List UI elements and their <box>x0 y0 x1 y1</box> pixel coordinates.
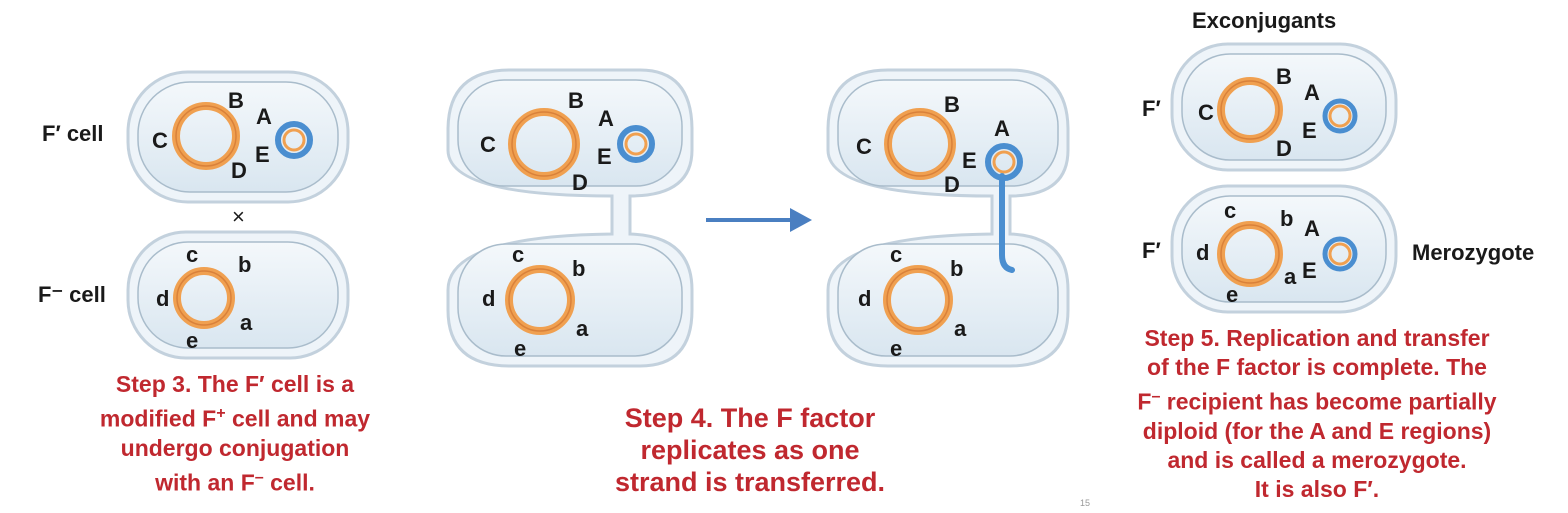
step5-caption-line: and is called a merozygote. <box>1167 446 1467 473</box>
step3-caption-line: Step 3. The F′ cell is a <box>115 371 355 397</box>
transferred-strand <box>999 173 1015 273</box>
step3-caption: Step 3. The F′ cell is a modified F+ cel… <box>70 370 400 497</box>
step5-caption-line: Step 5. Replication and transfer <box>1144 325 1490 351</box>
gene-label: B <box>228 88 244 113</box>
lower-exconjugant-label: F′ <box>1142 238 1161 263</box>
superscript: + <box>216 404 226 422</box>
gene-label: a <box>1284 264 1297 289</box>
gene-label: B <box>944 92 960 117</box>
caption-text: recipient has become partially <box>1160 388 1497 415</box>
plasmid-ring <box>1322 98 1358 134</box>
gene-label: D <box>944 172 960 197</box>
gene-label: e <box>514 336 526 361</box>
caption-text: with an F <box>155 469 255 496</box>
caption-text: F <box>1137 388 1152 415</box>
gene-label: E <box>1302 258 1317 283</box>
gene-label: D <box>231 158 247 183</box>
gene-label: c <box>186 242 198 267</box>
gene-label: A <box>598 106 614 131</box>
step3-panel: B A C E D F′ cell × c b d a e F⁻ cell <box>38 70 350 360</box>
superscript: – <box>254 467 264 486</box>
caption-text: cell and may <box>225 405 371 432</box>
gene-label: b <box>238 252 251 277</box>
caption-text: cell. <box>263 469 315 496</box>
gene-label: d <box>858 286 871 311</box>
gene-label: a <box>576 316 589 341</box>
step5-caption-line: F– recipient has become partially <box>1100 382 1534 417</box>
step5-panel: Exconjugants B A C E D F′ c b A d E <box>1142 8 1534 314</box>
f-prime-cell-label: F′ cell <box>42 121 104 146</box>
step4-caption-line: replicates as one <box>640 435 860 465</box>
gene-label: d <box>1196 240 1209 265</box>
f-minus-cell-label: F⁻ cell <box>38 282 106 307</box>
caption-text: modified F <box>99 405 217 432</box>
gene-label: D <box>572 170 588 195</box>
merozygote-label: Merozygote <box>1412 240 1534 265</box>
transfer-panel: B A C E D c b d a e <box>826 68 1070 368</box>
transition-arrow <box>706 208 812 232</box>
plasmid-ring <box>275 121 313 159</box>
gene-label: E <box>1302 118 1317 143</box>
step4-caption-line: strand is transferred. <box>614 467 886 497</box>
gene-label: C <box>1198 100 1214 125</box>
gene-label: C <box>152 128 168 153</box>
gene-label: B <box>1276 64 1292 89</box>
step5-caption-line: diploid (for the A and E regions) <box>1142 417 1492 444</box>
gene-label: c <box>890 242 902 267</box>
superscript: – <box>1151 387 1161 405</box>
gene-label: E <box>962 148 977 173</box>
gene-label: e <box>890 336 902 361</box>
step5-caption-line: of the F factor is complete. The <box>1147 354 1487 380</box>
gene-label: b <box>1280 206 1293 231</box>
step3-caption-line: modified F+ cell and may <box>70 399 400 434</box>
exconjugant-upper-cell: B A C E D <box>1170 42 1398 172</box>
gene-label: A <box>1304 80 1320 105</box>
gene-label: b <box>572 256 585 281</box>
f-prime-cell: B A C E D <box>126 70 350 204</box>
gene-label: B <box>568 88 584 113</box>
gene-label: A <box>1304 216 1320 241</box>
gene-label: a <box>954 316 967 341</box>
plasmid-ring <box>617 125 655 163</box>
upper-exconjugant-label: F′ <box>1142 96 1161 121</box>
page-number: 15 <box>1080 498 1090 508</box>
gene-label: A <box>256 104 272 129</box>
gene-label: e <box>186 328 198 353</box>
gene-label: a <box>240 310 253 335</box>
exconjugant-lower-cell: c b A d E a e <box>1170 184 1398 314</box>
f-minus-cell: c b d a e <box>126 230 350 360</box>
step3-caption-line: undergo conjugation <box>120 434 350 461</box>
step5-caption: Step 5. Replication and transfer of the … <box>1100 324 1534 504</box>
plasmid-ring <box>1322 236 1358 272</box>
gene-label: C <box>856 134 872 159</box>
gene-label: c <box>512 242 524 267</box>
step3-caption-line: with an F– cell. <box>70 463 400 498</box>
exconjugants-title: Exconjugants <box>1192 8 1336 33</box>
gene-label: C <box>480 132 496 157</box>
gene-label: e <box>1226 282 1238 307</box>
gene-label: d <box>482 286 495 311</box>
gene-label: b <box>950 256 963 281</box>
gene-label: E <box>255 142 270 167</box>
step4-caption: Step 4. The F factor replicates as one s… <box>590 402 910 498</box>
step4-panel: B A C E D c b d a e <box>446 68 694 368</box>
gene-label: E <box>597 144 612 169</box>
step4-caption-line: Step 4. The F factor <box>624 403 876 433</box>
gene-label: D <box>1276 136 1292 161</box>
gene-label: d <box>156 286 169 311</box>
gene-label: A <box>994 116 1010 141</box>
cross-symbol: × <box>232 204 245 229</box>
step5-caption-line: It is also F′. <box>1254 475 1380 502</box>
gene-label: c <box>1224 198 1236 223</box>
